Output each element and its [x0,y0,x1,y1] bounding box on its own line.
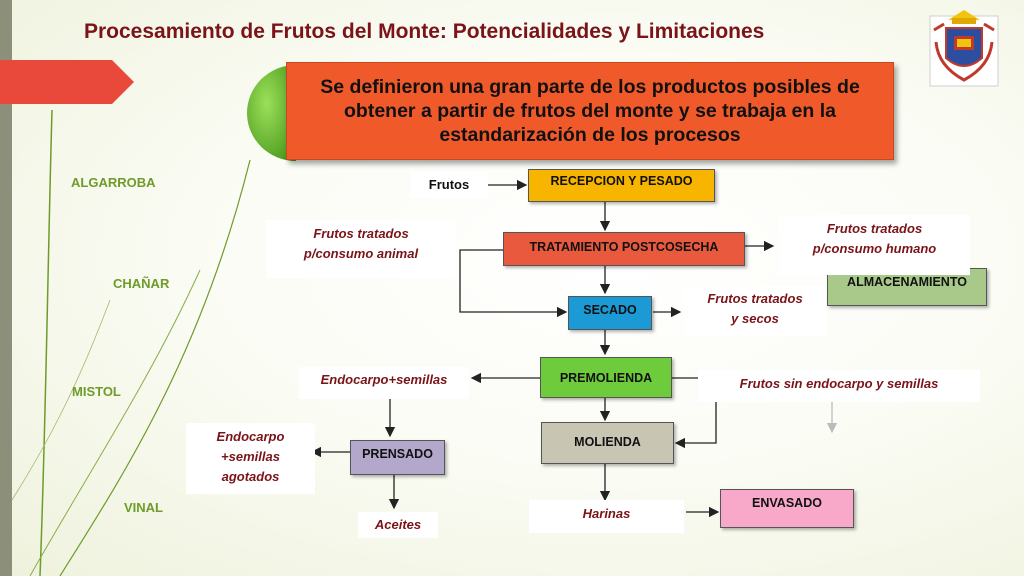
output-frutos-secos-line1: Frutos tratados [707,291,803,306]
output-aceites: Aceites [358,512,438,538]
secado-box: SECADO [568,296,652,330]
output-endocarpo-agotados: Endocarpo +semillas agotados [186,423,315,494]
output-frutos-secos: Frutos tratados y secos [684,286,826,336]
output-harinas: Harinas [529,500,684,533]
output-consumo-animal-line1: Frutos tratados [313,226,409,241]
side-label-vinal: VINAL [124,500,163,515]
envasado-box: ENVASADO [720,489,854,528]
output-endocarpo-semillas: Endocarpo+semillas [299,367,469,399]
output-sin-endocarpo: Frutos sin endocarpo y semillas [698,370,980,402]
output-agotados-line2: +semillas [221,449,280,464]
output-consumo-animal: Frutos tratados p/consumo animal [266,220,456,278]
green-semicircle [247,65,296,161]
page-title: Procesamiento de Frutos del Monte: Poten… [84,20,765,43]
prensado-box: PRENSADO [350,440,445,475]
output-consumo-humano: Frutos tratados p/consumo humano [779,215,970,275]
left-decor-bar [0,0,12,576]
recepcion-box: RECEPCION Y PESADO [528,169,715,202]
coat-of-arms-logo [929,10,999,87]
frutos-input-label: Frutos [410,172,488,198]
output-consumo-animal-line2: p/consumo animal [303,246,419,261]
left-red-tab [0,60,134,104]
premolienda-box: PREMOLIENDA [540,357,672,398]
intro-box: Se definieron una gran parte de los prod… [286,62,894,160]
output-frutos-secos-line2: y secos [731,311,779,326]
molienda-box: MOLIENDA [541,422,674,464]
side-label-mistol: MISTOL [72,384,121,399]
side-label-chanar: CHAÑAR [113,276,170,291]
output-consumo-humano-line1: Frutos tratados [826,221,923,236]
decorative-swoosh-lines [11,109,251,576]
side-label-algarroba: ALGARROBA [71,175,156,190]
output-agotados-line1: Endocarpo [216,429,285,444]
output-agotados-line3: agotados [221,469,280,484]
tratamiento-box: TRATAMIENTO POSTCOSECHA [503,232,745,266]
output-consumo-humano-line2: p/consumo humano [812,241,937,256]
